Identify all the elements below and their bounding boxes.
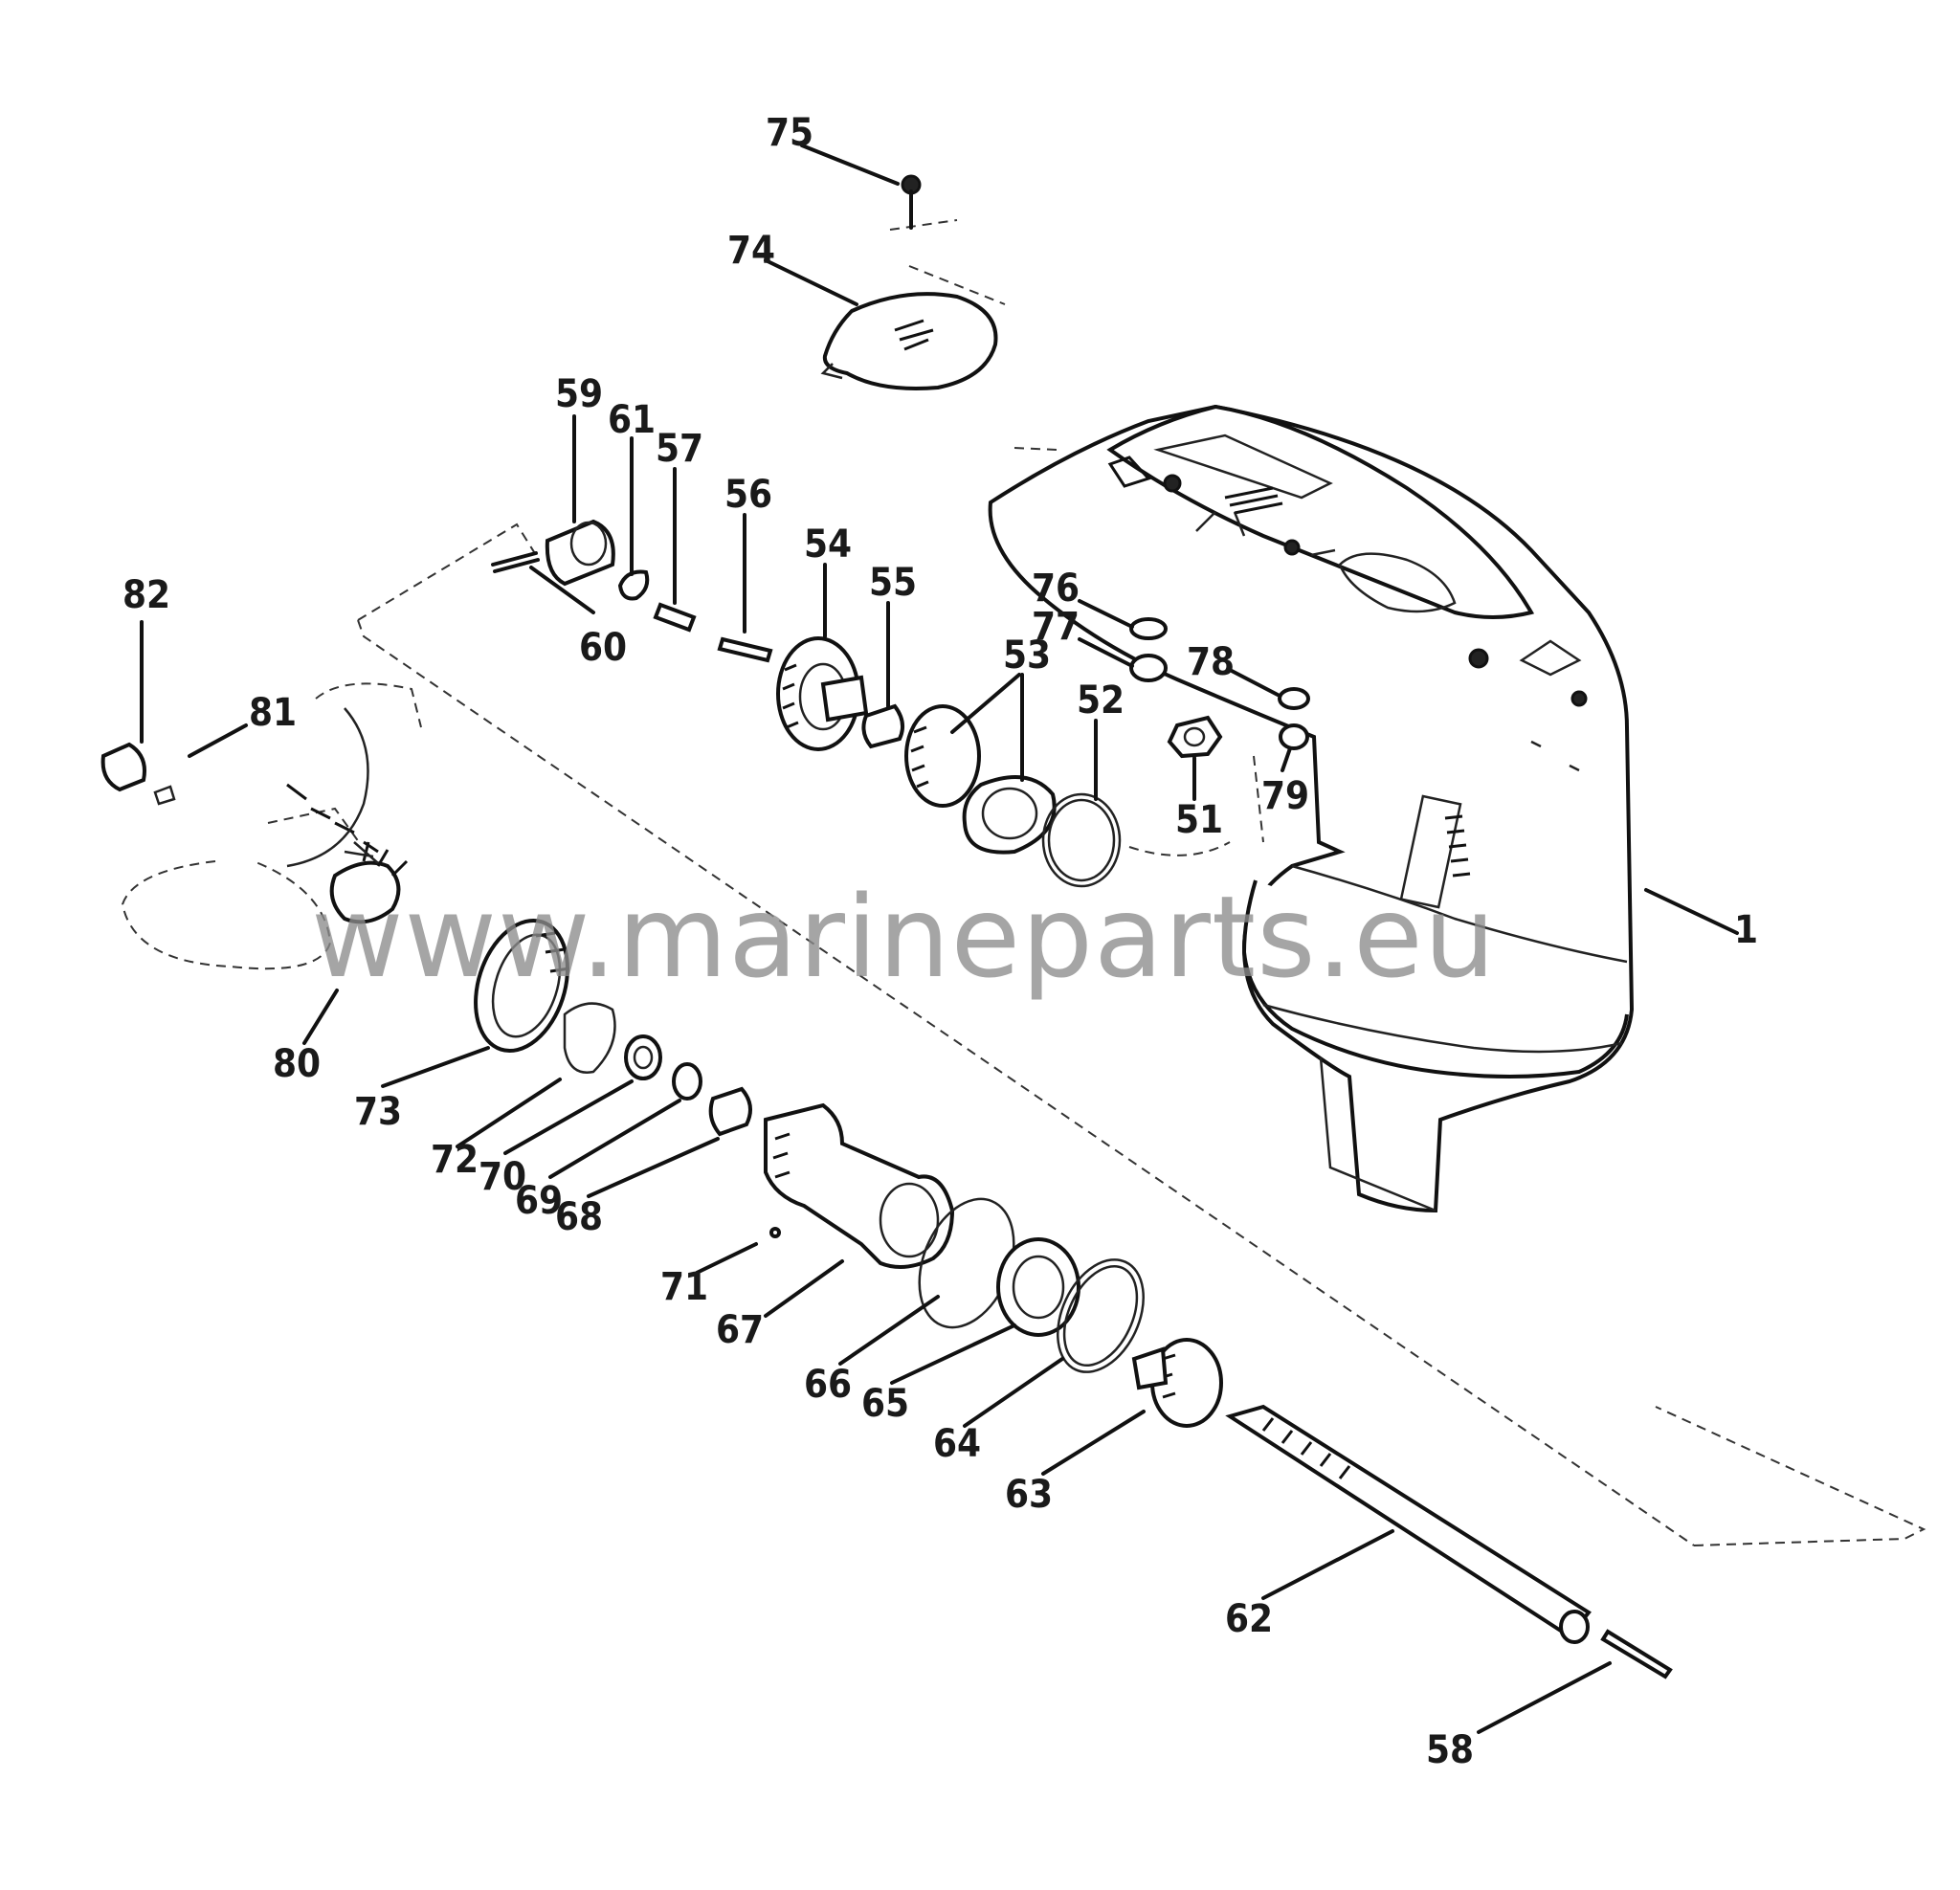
callout-56: 56 [724, 473, 772, 517]
gear-63 [1131, 1338, 1223, 1428]
thrust-washer-64 [1057, 1258, 1145, 1373]
anode-plate [820, 292, 998, 390]
anode-screw [901, 174, 922, 230]
callout-74: 74 [727, 229, 775, 273]
callout-52: 52 [1077, 678, 1125, 723]
pin-57 [653, 602, 697, 633]
callout-66: 66 [804, 1363, 852, 1407]
callout-69: 69 [515, 1179, 563, 1223]
callout-68: 68 [555, 1195, 603, 1239]
washers-78-79 [1278, 687, 1310, 750]
fitting-81 [153, 785, 176, 806]
pin-60 [491, 551, 540, 573]
callout-82: 82 [122, 573, 170, 617]
washer-69 [672, 1062, 702, 1101]
callout-62: 62 [1225, 1597, 1273, 1641]
callout-75: 75 [766, 111, 813, 155]
reverse-gear-carrier-67 [764, 1102, 955, 1269]
callout-63: 63 [1005, 1473, 1053, 1517]
callout-65: 65 [861, 1382, 909, 1426]
callout-61: 61 [608, 398, 656, 442]
retainer-clip-61 [617, 569, 650, 601]
callout-labels: 75 74 59 61 57 56 54 55 76 77 53 52 78 5… [122, 111, 1758, 1772]
callout-60: 60 [579, 626, 627, 670]
callout-71: 71 [660, 1265, 708, 1309]
callout-55: 55 [869, 561, 917, 605]
callout-73: 73 [354, 1090, 402, 1134]
bearing-cup-59 [545, 519, 615, 587]
bearing-68 [708, 1086, 752, 1137]
nut-51 [1167, 715, 1223, 759]
pin-56 [717, 636, 773, 663]
callout-58: 58 [1426, 1728, 1474, 1772]
callout-70: 70 [479, 1155, 526, 1199]
callout-72: 72 [431, 1138, 479, 1182]
fitting-82 [100, 742, 146, 792]
callout-64: 64 [933, 1422, 981, 1466]
shift-shaft-lines [286, 707, 379, 868]
snap-ring-73 [474, 918, 570, 1054]
gear-housing [988, 404, 1635, 1213]
callout-79: 79 [1261, 774, 1309, 818]
callout-57: 57 [656, 427, 703, 471]
bearing-65 [996, 1237, 1080, 1337]
callout-67: 67 [716, 1308, 764, 1352]
callout-51: 51 [1175, 798, 1223, 842]
bearing-70 [624, 1034, 662, 1080]
roller-bearing-55 [861, 703, 905, 749]
callout-53: 53 [1003, 634, 1051, 678]
callout-76: 76 [1032, 567, 1080, 611]
callout-78: 78 [1187, 640, 1235, 684]
watermark: www.marineparts.eu [311, 871, 1497, 1003]
assembly-guide-lines [121, 219, 1927, 1546]
forward-gear-54 [776, 636, 869, 751]
callout-77: 77 [1032, 605, 1080, 649]
shim-52 [1041, 792, 1122, 888]
callout-80: 80 [273, 1042, 321, 1086]
callout-54: 54 [804, 523, 852, 567]
pinion-gear-53 [904, 704, 1057, 855]
callout-59: 59 [555, 372, 603, 416]
washers-76-77 [1129, 617, 1168, 682]
pin-71 [769, 1227, 781, 1238]
washer-72 [563, 1002, 616, 1074]
callout-1: 1 [1734, 908, 1758, 952]
callout-81: 81 [249, 691, 297, 735]
leader-lines [140, 144, 1739, 1734]
pin-58 [1600, 1629, 1673, 1679]
propeller-shaft-62 [1225, 1404, 1592, 1644]
